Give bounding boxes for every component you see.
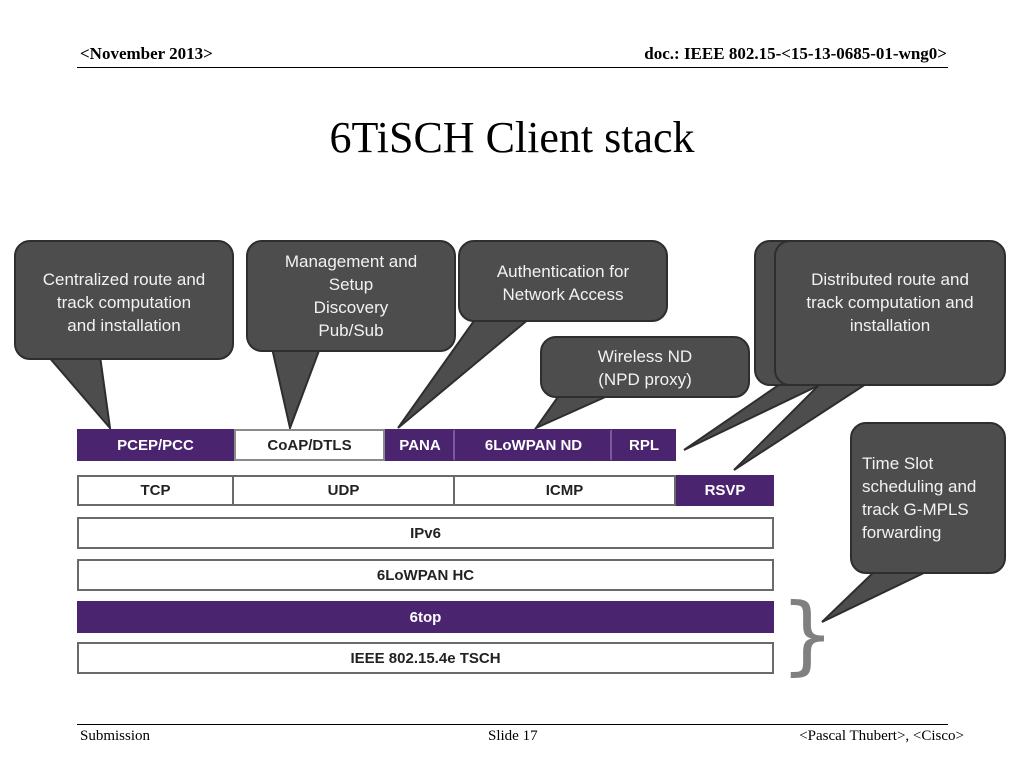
bubble-wireless-nd-line: Wireless ND bbox=[597, 347, 693, 366]
bubble-distributed-line: Distributed route and bbox=[811, 270, 969, 289]
bubble-management: Management and Setup Discovery Pub/Sub bbox=[246, 240, 456, 352]
bubble-management-line: Management and bbox=[284, 252, 418, 271]
bubble-management-line: Pub/Sub bbox=[318, 321, 384, 340]
footer-author: <Pascal Thubert>, <Cisco> bbox=[799, 728, 964, 744]
layer-pcep-pcc: PCEP/PCC bbox=[77, 429, 234, 461]
tail-distributed-front bbox=[733, 383, 870, 471]
layer-rsvp: RSVP bbox=[676, 475, 774, 506]
bubble-time-slot-line: track G-MPLS bbox=[862, 500, 969, 519]
footer-rule bbox=[77, 724, 948, 725]
bubble-centralized-line: and installation bbox=[67, 316, 181, 335]
layer-udp: UDP bbox=[232, 475, 455, 506]
layer-coap-dtls: CoAP/DTLS bbox=[234, 429, 385, 461]
layer-rpl: RPL bbox=[612, 429, 676, 461]
bubble-time-slot-line: Time Slot bbox=[862, 454, 934, 473]
layer-icmp: ICMP bbox=[453, 475, 676, 506]
bubble-time-slot: Time Slot scheduling and track G-MPLS fo… bbox=[850, 422, 1006, 574]
bubble-centralized-line: track computation bbox=[56, 293, 192, 312]
layer-ieee-tsch: IEEE 802.15.4e TSCH bbox=[77, 642, 774, 674]
footer-slide-number: Slide 17 bbox=[488, 728, 538, 744]
tail-management bbox=[270, 347, 322, 432]
slide-title: 6TiSCH Client stack bbox=[329, 113, 695, 162]
layer-pana: PANA bbox=[385, 429, 455, 461]
bubble-wireless-nd: Wireless ND (NPD proxy) bbox=[540, 336, 750, 398]
bubble-authentication-line: Authentication for bbox=[496, 262, 630, 281]
bubble-time-slot-line: scheduling and bbox=[862, 477, 977, 496]
layer-tcp: TCP bbox=[77, 475, 234, 506]
layer-6top: 6top bbox=[77, 601, 774, 633]
bubble-authentication-line: Network Access bbox=[502, 285, 624, 304]
curly-brace-icon: } bbox=[780, 585, 835, 685]
bubble-time-slot-line: forwarding bbox=[862, 523, 942, 542]
layer-ipv6: IPv6 bbox=[77, 517, 774, 549]
bubble-authentication: Authentication for Network Access bbox=[458, 240, 668, 322]
bubble-distributed: Distributed route and track computation … bbox=[774, 240, 1006, 386]
footer-submission: Submission bbox=[80, 728, 151, 744]
bubble-management-line: Setup bbox=[328, 275, 374, 294]
tail-centralized bbox=[45, 355, 112, 432]
bubble-distributed-line: installation bbox=[849, 316, 931, 335]
bubble-management-line: Discovery bbox=[313, 298, 389, 317]
header-rule bbox=[77, 67, 948, 68]
layer-6lowpan-nd: 6LoWPAN ND bbox=[455, 429, 612, 461]
header-date: <November 2013> bbox=[80, 44, 213, 63]
layer-6lowpan-hc: 6LoWPAN HC bbox=[77, 559, 774, 591]
header-doc-id: doc.: IEEE 802.15-<15-13-0685-01-wng0> bbox=[644, 44, 947, 63]
bubble-distributed-line: track computation and bbox=[806, 293, 974, 312]
bubble-centralized: Centralized route and track computation … bbox=[14, 240, 234, 360]
bubble-wireless-nd-line: (NPD proxy) bbox=[598, 370, 692, 389]
tail-wireless-nd bbox=[533, 393, 613, 431]
tail-time-slot bbox=[821, 569, 931, 623]
bubble-centralized-line: Centralized route and bbox=[42, 270, 206, 289]
